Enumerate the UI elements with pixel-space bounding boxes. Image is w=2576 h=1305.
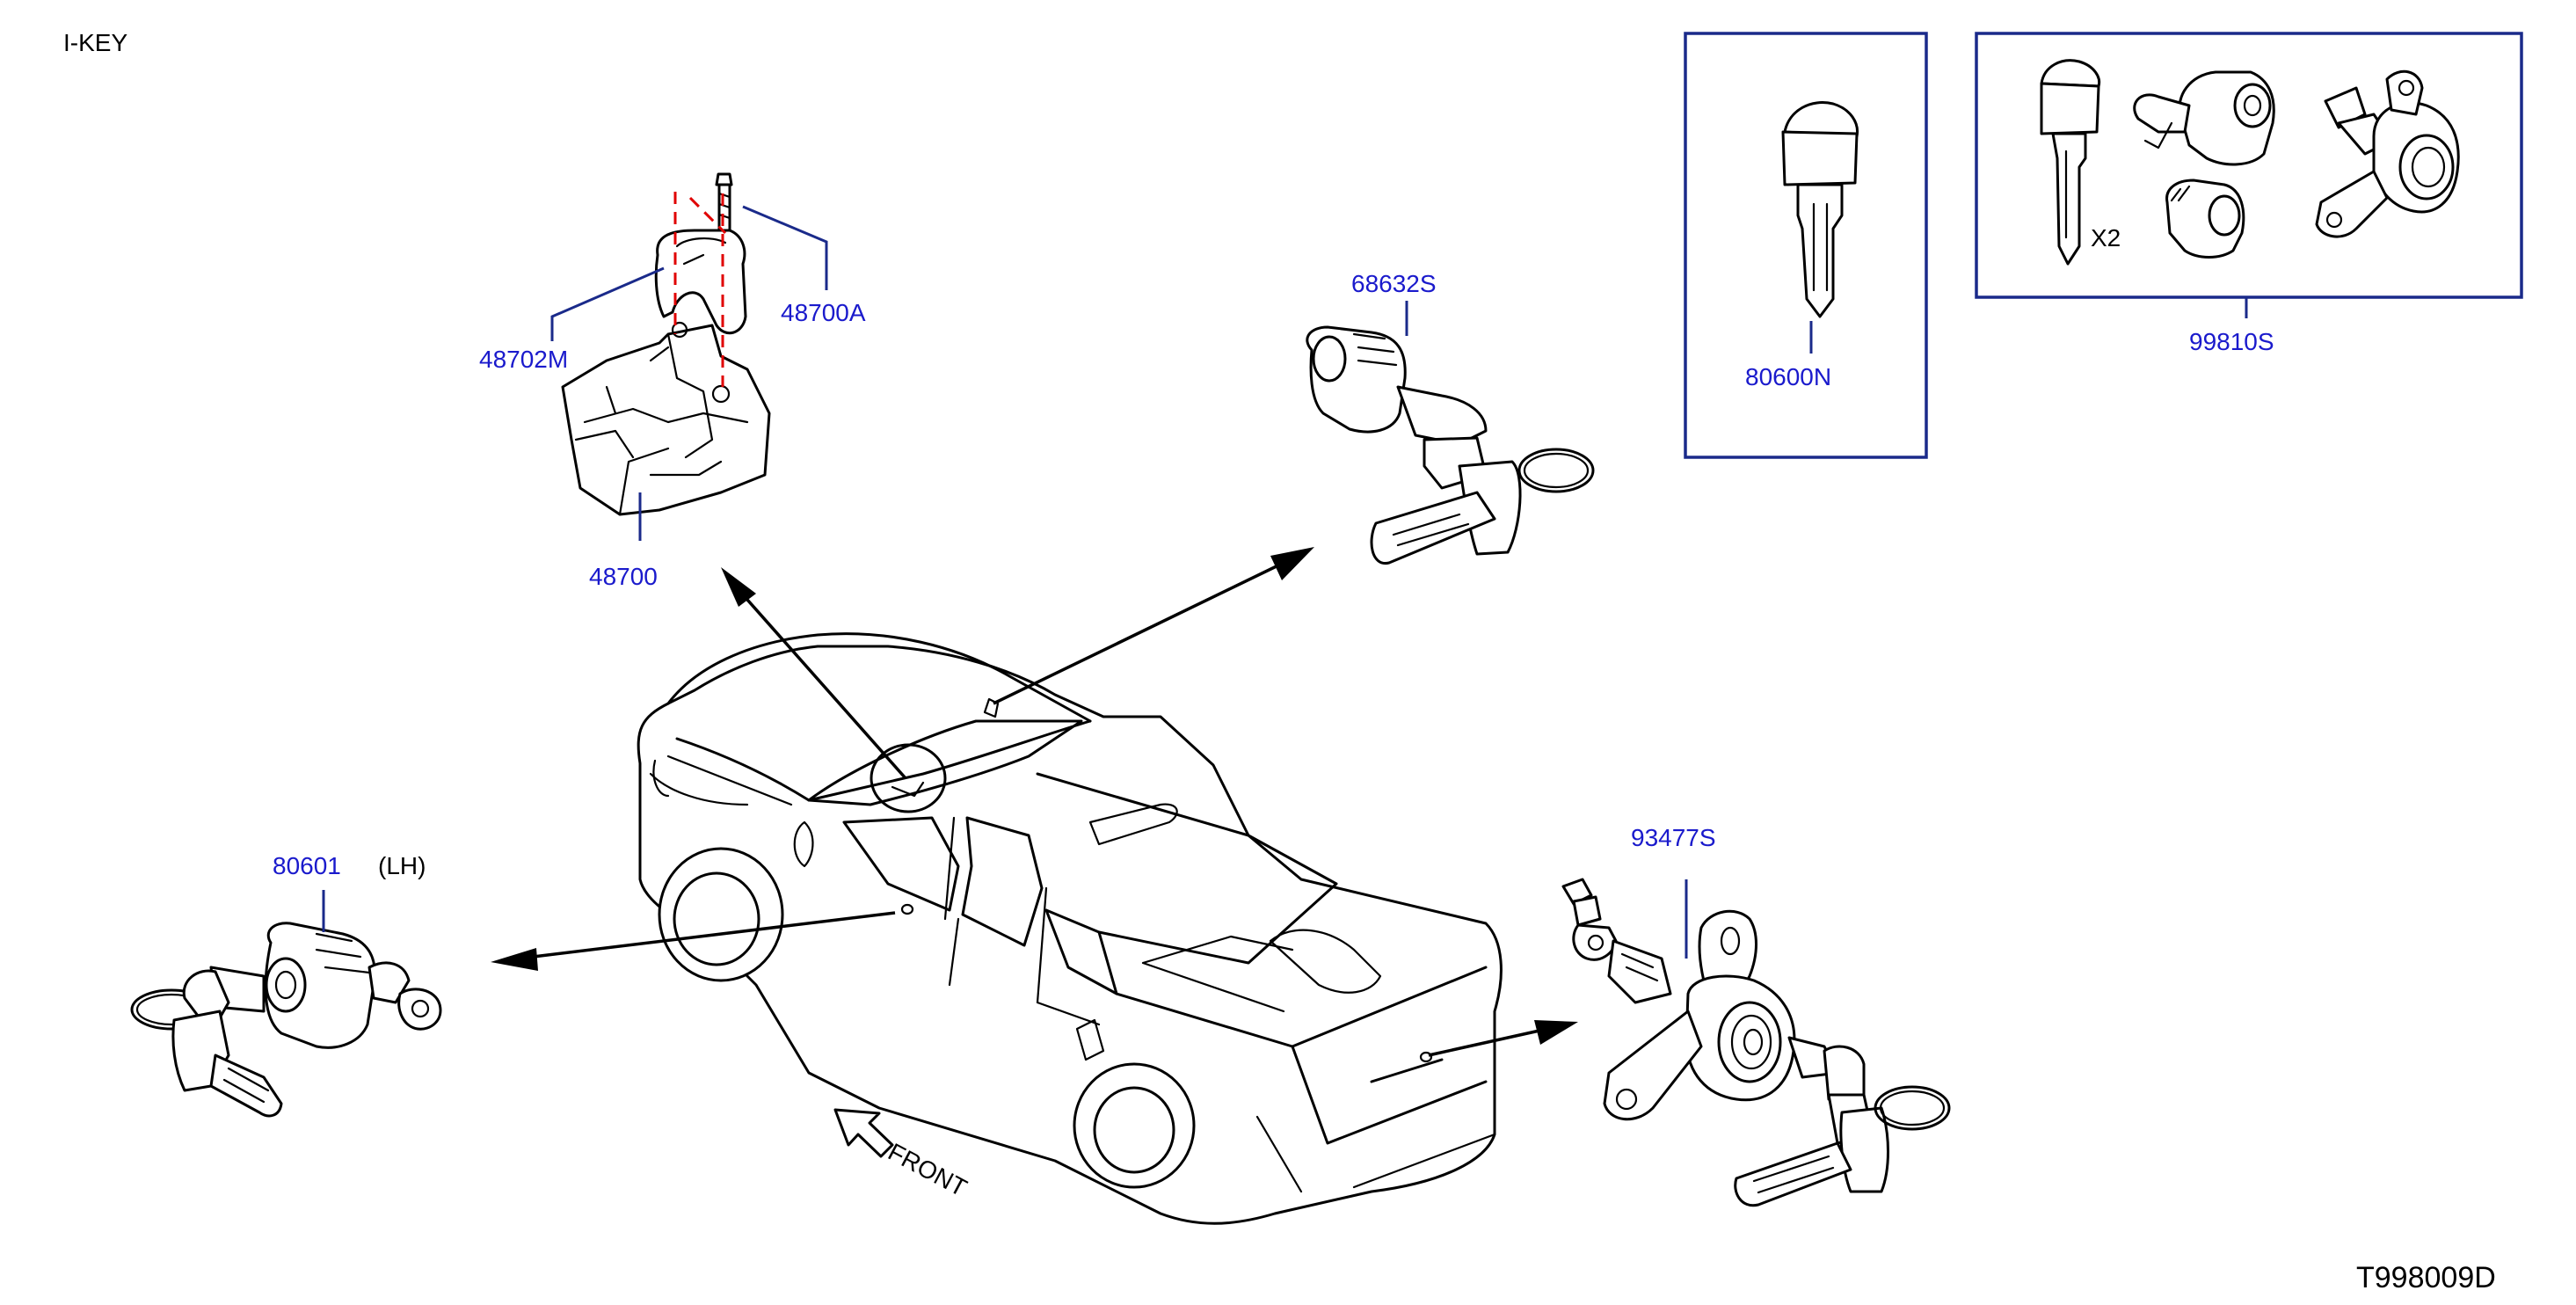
part-number-80601: 80601 <box>273 852 341 879</box>
tailgate-lock-cylinder <box>1561 878 1951 1207</box>
key-blank-box <box>1684 32 1928 459</box>
part-number-80600N: 80600N <box>1745 363 1831 390</box>
door-lock-cylinder-lh <box>130 890 442 1118</box>
key-blank <box>1781 101 1859 354</box>
front-label: FRONT <box>884 1138 971 1202</box>
diagram-code: T998009D <box>2356 1261 2496 1294</box>
part-number-68632S: 68632S <box>1351 270 1437 297</box>
lock-set-kit: X2 <box>2040 59 2460 318</box>
side-label-lh: (LH) <box>378 852 426 879</box>
part-number-48702M: 48702M <box>479 346 568 373</box>
part-number-48700: 48700 <box>589 563 658 590</box>
glove-box-lock <box>1306 301 1595 565</box>
part-number-99810S: 99810S <box>2189 328 2274 355</box>
steering-lock-assembly <box>550 172 828 541</box>
part-number-48700A: 48700A <box>781 299 866 326</box>
diagram-title: I-KEY <box>63 29 127 56</box>
part-number-93477S: 93477S <box>1631 824 1716 851</box>
pickup-truck <box>637 632 1503 1225</box>
quantity-note: X2 <box>2091 224 2121 252</box>
location-arrows <box>491 547 1578 1057</box>
lock-set-box <box>1975 32 2523 299</box>
